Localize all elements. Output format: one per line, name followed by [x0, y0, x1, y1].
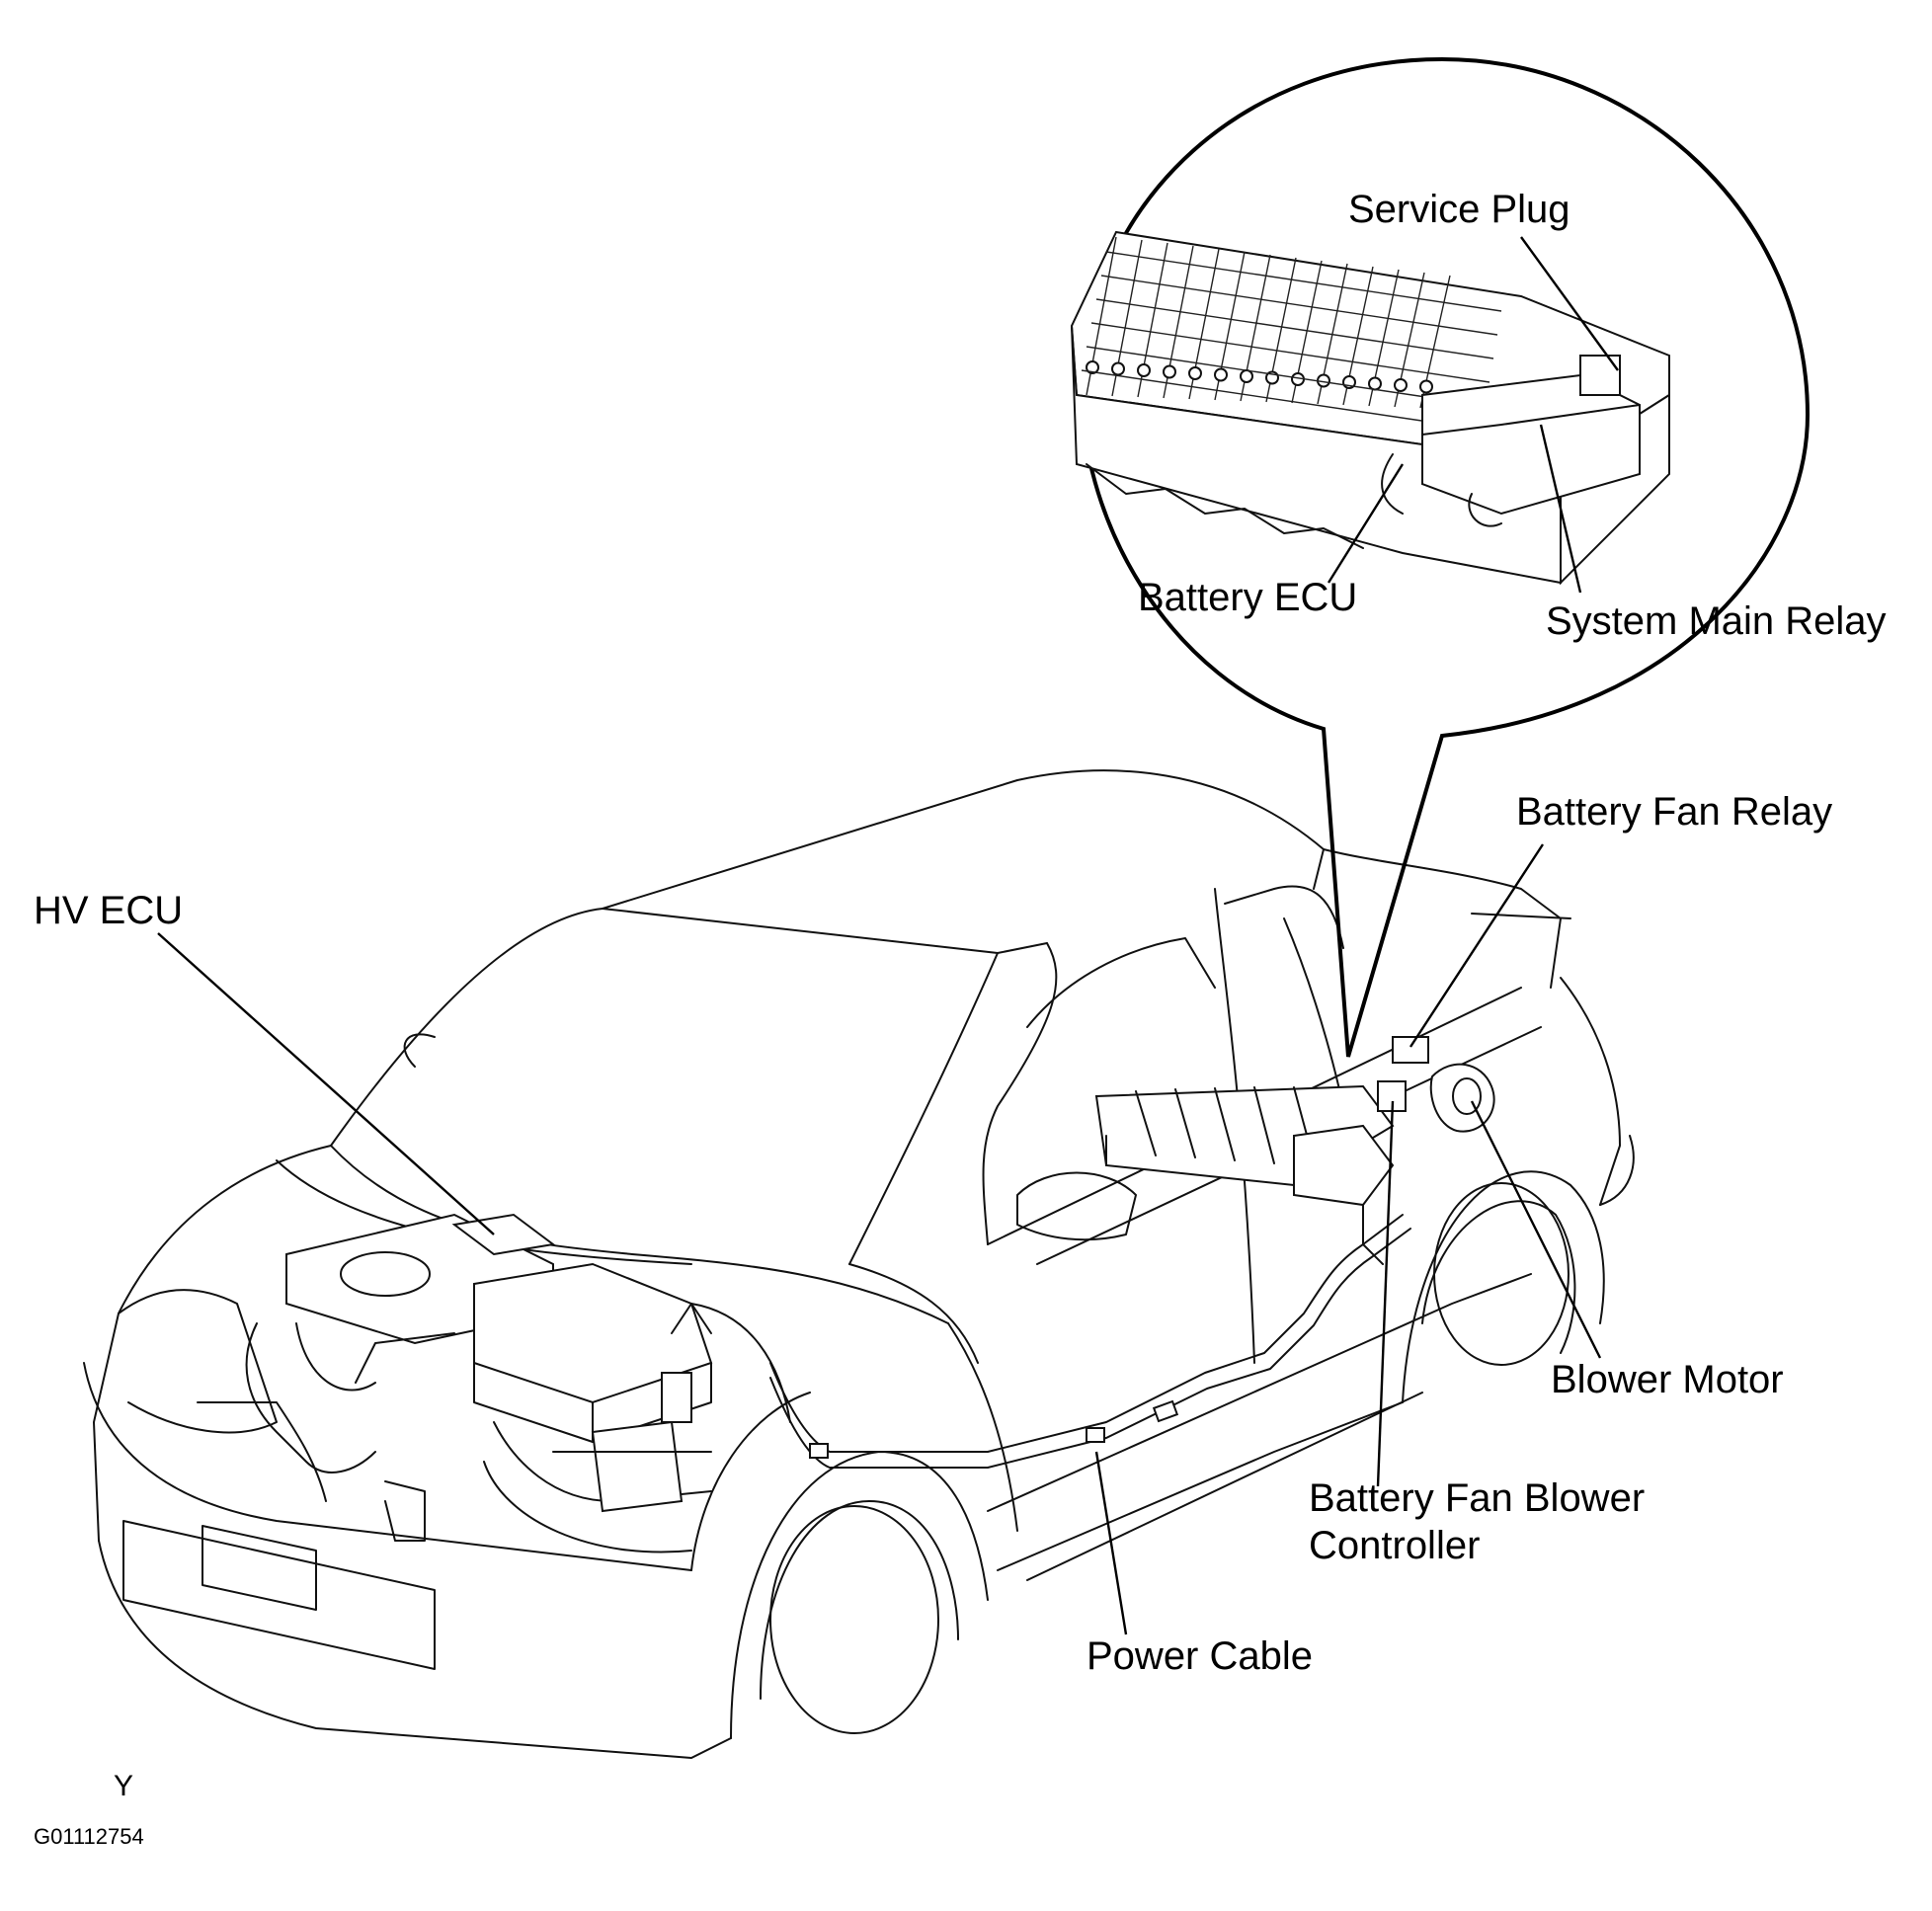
power-cable-route	[769, 1214, 1411, 1469]
battery-cell-row	[1100, 275, 1498, 336]
figure-id: G01112754	[34, 1824, 144, 1849]
battery-cell-terminal	[1419, 379, 1433, 394]
battery-cell-terminal	[1111, 361, 1125, 376]
label-blower-motor: Blower Motor	[1551, 1358, 1784, 1401]
leader-power-cable	[1094, 1451, 1128, 1635]
battery-cell-terminal	[1137, 363, 1151, 377]
service-plug	[1579, 355, 1621, 396]
battery-cell-terminal	[1394, 378, 1408, 392]
blower-motor	[1429, 1063, 1495, 1133]
leader-hv-ecu	[157, 932, 495, 1235]
battery-cell-terminal	[1163, 364, 1176, 379]
battery-cell-terminal	[1240, 369, 1253, 383]
leader-battery-fan-relay	[1409, 843, 1545, 1048]
leader-battery-fan-blower-controller	[1376, 1100, 1395, 1487]
battery-cell-row	[1081, 369, 1483, 431]
battery-cell-terminal	[1188, 366, 1202, 380]
leader-battery-ecu	[1327, 463, 1405, 584]
battery-cell-row	[1095, 298, 1494, 359]
label-battery-fan-relay: Battery Fan Relay	[1516, 790, 1832, 834]
view-mark: Y	[114, 1770, 133, 1802]
labels: Service Plug Battery ECU System Main Rel…	[34, 188, 1887, 1849]
label-power-cable: Power Cable	[1087, 1634, 1313, 1678]
label-system-main-relay: System Main Relay	[1546, 599, 1887, 643]
leader-blower-motor	[1470, 1100, 1602, 1359]
battery-module-detail	[1070, 230, 1670, 586]
battery-cell-terminal	[1214, 367, 1228, 382]
label-battery-fan-blower-controller-line2: Controller	[1309, 1524, 1480, 1567]
leader-lines	[157, 236, 1619, 1635]
hv-battery-pack-in-vehicle	[1094, 1036, 1495, 1265]
leader-service-plug	[1520, 236, 1619, 371]
engine-compartment	[245, 1213, 791, 1553]
leader-system-main-relay	[1539, 424, 1582, 594]
label-hv-ecu: HV ECU	[34, 889, 183, 932]
label-battery-ecu: Battery ECU	[1138, 576, 1357, 619]
battery-cell-row	[1090, 322, 1490, 383]
battery-cell-terminal	[1086, 360, 1099, 374]
battery-fan-relay	[1392, 1036, 1429, 1064]
label-battery-fan-blower-controller-line1: Battery Fan Blower	[1309, 1476, 1645, 1520]
battery-cell-row	[1105, 251, 1502, 312]
battery-cell-row	[1086, 346, 1487, 407]
label-service-plug: Service Plug	[1348, 188, 1570, 231]
hv-ecu-box	[451, 1213, 556, 1256]
callout-bubble	[1079, 56, 1811, 1058]
battery-cell-terminal	[1368, 376, 1382, 391]
